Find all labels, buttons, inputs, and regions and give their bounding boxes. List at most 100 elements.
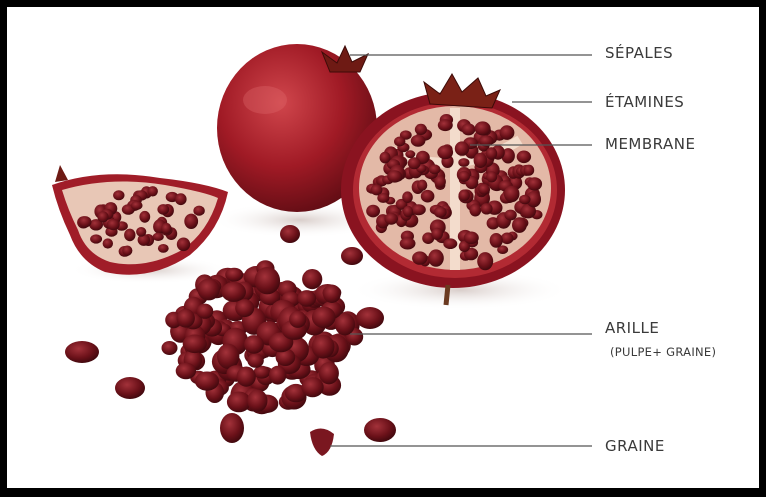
aril	[148, 186, 158, 196]
aril	[225, 268, 243, 282]
aril	[254, 267, 280, 294]
aril	[405, 150, 415, 158]
aril	[221, 282, 246, 302]
aril	[421, 190, 435, 203]
aril	[195, 372, 219, 391]
aril	[462, 123, 476, 135]
aril	[115, 377, 145, 399]
aril	[183, 335, 207, 354]
aril	[486, 171, 497, 182]
aril	[366, 205, 380, 218]
aril	[437, 145, 453, 159]
aril	[302, 269, 322, 289]
aril	[519, 195, 530, 204]
aril	[184, 214, 198, 229]
aril	[524, 165, 535, 176]
aril	[65, 341, 99, 363]
aril	[312, 307, 336, 329]
aril	[500, 125, 515, 140]
aril	[501, 233, 514, 245]
aril	[122, 246, 132, 256]
aril	[193, 206, 204, 216]
aril	[438, 119, 453, 131]
aril	[198, 279, 220, 301]
aril	[387, 170, 402, 182]
aril	[411, 135, 426, 147]
aril	[175, 193, 187, 205]
aril	[504, 210, 516, 221]
aril	[402, 191, 413, 203]
aril	[356, 307, 384, 329]
aril	[486, 147, 497, 159]
aril	[364, 418, 396, 442]
aril	[107, 219, 120, 230]
stem	[446, 285, 448, 305]
label-arille-detail: (PULPE+ GRAINE)	[610, 345, 716, 359]
sepals-crown	[322, 46, 368, 72]
aril	[380, 152, 391, 164]
aril	[227, 392, 251, 413]
aril	[157, 204, 169, 215]
aril	[458, 171, 470, 182]
aril	[512, 217, 527, 233]
aril	[408, 157, 421, 169]
aril	[298, 290, 317, 307]
label-graine: GRAINE	[605, 437, 665, 455]
aril	[161, 223, 171, 234]
aril	[162, 341, 178, 355]
aril	[412, 251, 427, 264]
aril	[113, 190, 124, 200]
aril	[464, 232, 479, 245]
aril	[394, 137, 405, 147]
aril	[475, 121, 491, 135]
aril	[384, 213, 398, 225]
aril	[97, 211, 108, 222]
aril	[176, 363, 196, 380]
aril	[429, 164, 441, 174]
aril	[455, 141, 469, 155]
aril	[527, 177, 542, 190]
aril	[153, 233, 164, 241]
aril	[103, 238, 113, 248]
aril	[434, 176, 446, 188]
aril	[417, 180, 427, 191]
aril	[459, 190, 470, 202]
aril	[323, 285, 341, 303]
pomegranate-wedge	[52, 165, 228, 275]
aril	[458, 158, 469, 167]
aril	[478, 184, 490, 195]
aril	[490, 233, 503, 248]
label-arille: ARILLE	[605, 319, 659, 337]
aril	[443, 238, 457, 249]
aril	[415, 124, 427, 135]
aril	[79, 216, 92, 227]
aril	[341, 247, 363, 265]
aril	[302, 377, 324, 397]
aril	[504, 186, 520, 203]
aril	[312, 335, 335, 359]
aril	[481, 203, 493, 214]
aril	[431, 228, 443, 240]
aril	[131, 201, 143, 210]
aril	[280, 225, 300, 243]
aril	[434, 207, 447, 218]
aril	[136, 227, 146, 237]
aril	[247, 353, 263, 367]
aril	[220, 413, 244, 443]
aril	[139, 211, 150, 223]
aril	[474, 153, 488, 168]
aril	[469, 204, 481, 217]
aril	[235, 299, 254, 317]
aril	[477, 252, 493, 270]
aril-pile	[162, 260, 364, 414]
aril	[428, 249, 444, 266]
label-sepales: SÉPALES	[605, 44, 673, 62]
aril	[400, 238, 416, 250]
aril	[247, 390, 267, 412]
label-etamines: ÉTAMINES	[605, 93, 684, 111]
seed-aril	[310, 428, 334, 456]
aril	[177, 238, 190, 252]
aril	[177, 309, 195, 328]
aril	[289, 311, 306, 328]
